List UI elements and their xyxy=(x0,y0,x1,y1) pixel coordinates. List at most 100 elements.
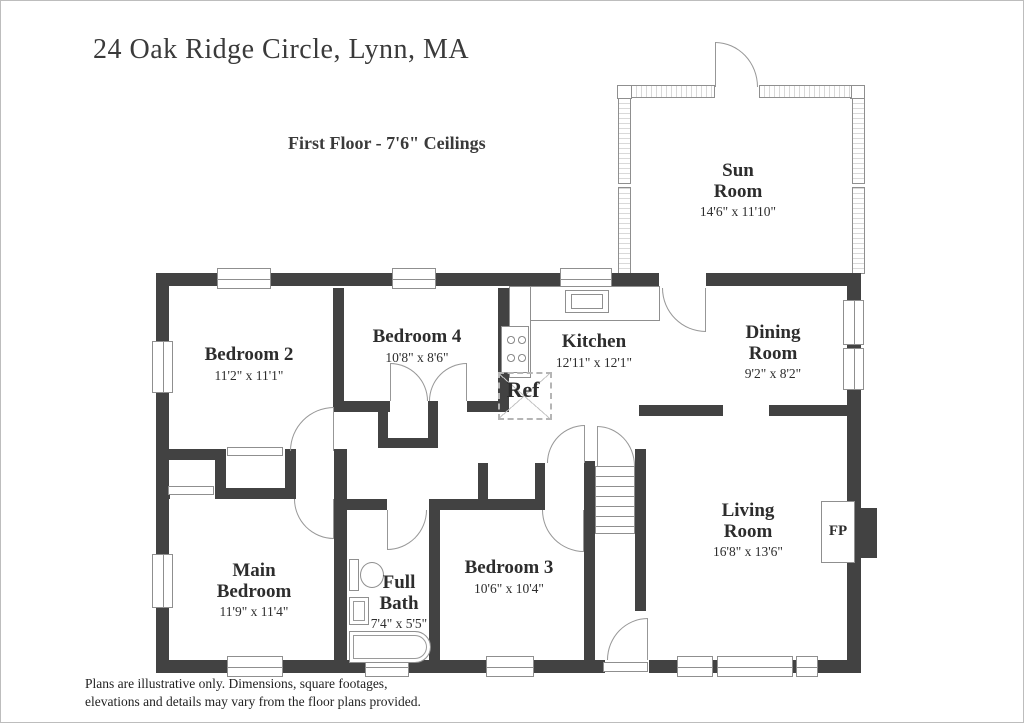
fireplace-box xyxy=(821,501,855,563)
window-mainbedroom-south xyxy=(227,656,283,677)
room-label-bedroom3: Bedroom 3 10'6" x 10'4" xyxy=(434,557,584,597)
room-dims: 11'9" x 11'4" xyxy=(219,604,289,620)
toilet-tank xyxy=(349,559,359,591)
wall-stair-east xyxy=(635,449,646,611)
room-label-sunroom: Sun Room 14'6" x 11'10" xyxy=(698,160,778,220)
wall-mainbedroom-bath xyxy=(334,449,347,660)
door-arc-hall-closet xyxy=(547,425,585,463)
wall-kitchen-living xyxy=(639,405,723,416)
room-name: Bedroom 3 xyxy=(464,557,554,578)
sliding-door-mainbedroom-closet xyxy=(168,486,214,495)
window-mainbedroom-west xyxy=(152,554,173,608)
window-bedroom2-north xyxy=(217,268,271,289)
door-arc-front-entry xyxy=(607,618,648,660)
room-label-kitchen: Kitchen 12'11" x 12'1" xyxy=(519,331,669,371)
wall-bedroom4-closet-bottom xyxy=(378,438,438,448)
door-arc-bedroom4 xyxy=(429,363,467,401)
room-name: Dining Room xyxy=(745,322,801,364)
door-arc-mainbedroom xyxy=(294,499,334,539)
window-living-south-2 xyxy=(717,656,793,677)
wall-bath-bedroom3 xyxy=(429,510,440,660)
door-arc-bath xyxy=(387,510,427,550)
wall-mainbedroom-north-stub xyxy=(156,488,170,499)
room-name: Bedroom 2 xyxy=(204,344,294,365)
floor-subtitle: First Floor - 7'6" Ceilings xyxy=(288,133,486,153)
room-label-fullbath: Full Bath 7'4" x 5'5" xyxy=(364,572,434,632)
bathtub xyxy=(349,631,431,663)
room-dims: 11'2" x 11'1" xyxy=(214,367,284,383)
wall-top-right xyxy=(706,273,847,286)
room-name: Sun Room xyxy=(713,160,763,202)
sunroom-window xyxy=(852,98,865,184)
room-dims: 10'6" x 10'4" xyxy=(474,580,544,596)
room-name: Full Bath xyxy=(379,572,419,614)
disclaimer-text: Plans are illustrative only. Dimensions,… xyxy=(85,675,421,710)
room-label-bedroom2: Bedroom 2 11'2" x 11'1" xyxy=(174,344,324,384)
window-bedroom4-north xyxy=(392,268,436,289)
room-name: Kitchen xyxy=(561,331,627,352)
window-living-south-3 xyxy=(796,656,818,677)
window-dining-east-2 xyxy=(843,348,864,390)
room-dims: 16'8" x 13'6" xyxy=(713,544,783,560)
wall-mainbedroom-north xyxy=(215,488,296,499)
door-arc-kitchen-sunroom xyxy=(662,288,706,332)
wall-bedroom2-bedroom4 xyxy=(333,288,344,410)
wall-bedroom4-closet-left xyxy=(378,401,388,448)
room-dims: 7'4" x 5'5" xyxy=(370,616,428,632)
wall-bedroom3-north xyxy=(429,499,545,510)
kitchen-sink-basin xyxy=(571,294,603,309)
room-dims: 14'6" x 11'10" xyxy=(699,204,777,220)
wall-hall-closet-right xyxy=(535,463,545,499)
room-label-mainbedroom: Main Bedroom 11'9" x 11'4" xyxy=(199,560,309,620)
sliding-door-bedroom2-closet xyxy=(227,447,283,456)
bath-sink xyxy=(349,597,369,625)
window-living-south-1 xyxy=(677,656,713,677)
wall-bedroom4-south-right xyxy=(467,401,509,412)
wall-bedroom4-south xyxy=(333,401,390,412)
fireplace-label: FP xyxy=(828,523,848,539)
window-bedroom3-south xyxy=(486,656,534,677)
wall-bath-north xyxy=(347,499,387,510)
sunroom-window xyxy=(618,98,631,184)
sunroom-window xyxy=(852,187,865,274)
door-arc-sunroom xyxy=(715,42,758,87)
kitchen-stove xyxy=(501,326,529,373)
disclaimer-line2: elevations and details may vary from the… xyxy=(85,693,421,709)
staircase xyxy=(595,466,635,534)
wall-hall-closet-left xyxy=(478,463,488,499)
sunroom-corner-post xyxy=(617,85,632,99)
wall-closet-right xyxy=(285,449,296,499)
room-label-dining: Dining Room 9'2" x 8'2" xyxy=(726,322,821,382)
room-name: Living Room xyxy=(721,500,775,542)
room-label-bedroom4: Bedroom 4 10'8" x 8'6" xyxy=(342,326,492,366)
wall-bedroom2-south xyxy=(156,449,218,460)
front-door-slab xyxy=(603,662,648,672)
sunroom-window xyxy=(618,187,631,274)
sunroom-window xyxy=(631,85,715,98)
fireplace-chimney xyxy=(860,508,877,558)
refrigerator-label: Ref xyxy=(506,377,540,402)
room-dims: 12'11" x 12'1" xyxy=(555,354,633,370)
toilet-bowl xyxy=(360,562,384,588)
window-dining-east-1 xyxy=(843,300,864,345)
room-dims: 9'2" x 8'2" xyxy=(744,366,802,382)
door-arc-bedroom3 xyxy=(542,510,584,552)
room-name: Main Bedroom xyxy=(216,560,292,602)
room-name: Bedroom 4 xyxy=(372,326,462,347)
window-bedroom2-west xyxy=(152,341,173,393)
room-dims: 10'8" x 8'6" xyxy=(385,349,449,365)
refrigerator-outline xyxy=(498,372,552,420)
room-label-living: Living Room 16'8" x 13'6" xyxy=(701,500,796,560)
door-arc-bedroom4-closet xyxy=(390,363,428,401)
wall-bedroom3-east xyxy=(584,461,595,660)
page-title: 24 Oak Ridge Circle, Lynn, MA xyxy=(93,34,470,65)
door-arc-stairs xyxy=(597,426,635,466)
wall-closet-mid xyxy=(215,449,226,499)
disclaimer-line1: Plans are illustrative only. Dimensions,… xyxy=(85,676,388,691)
sunroom-corner-post xyxy=(850,85,865,99)
wall-dining-living xyxy=(769,405,847,416)
wall-bedroom4-closet-right xyxy=(428,401,438,448)
sunroom-window xyxy=(759,85,852,98)
door-arc-bedroom2 xyxy=(290,407,334,451)
